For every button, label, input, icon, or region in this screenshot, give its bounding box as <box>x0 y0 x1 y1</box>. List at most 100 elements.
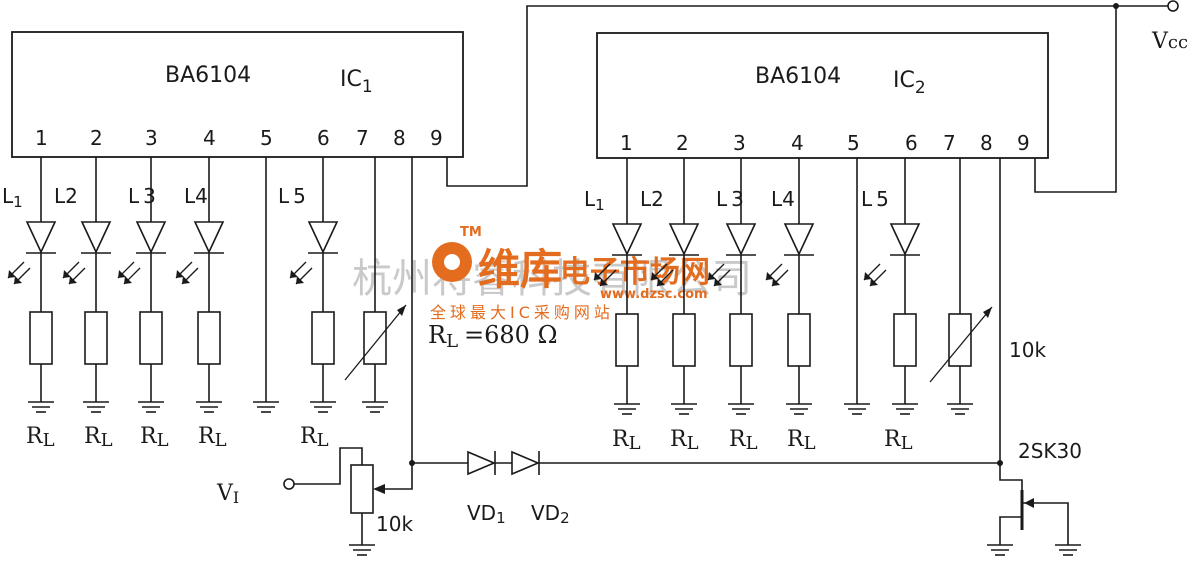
fet-2sk30: 2SK30 <box>987 439 1082 556</box>
ic2-resistor-5 <box>893 313 917 367</box>
ic2-variable-resistor <box>948 313 972 367</box>
ic1-rl-label-1: RL <box>26 424 55 451</box>
ic1: BA6104 IC1 1 2 3 4 5 6 7 8 9 <box>11 31 464 158</box>
vd1-diode <box>467 450 497 476</box>
input-pot-value: 10k <box>376 512 413 536</box>
ic1-led-label-1: L1 <box>2 184 23 211</box>
watermark-tm: TM <box>460 225 482 240</box>
ic1-part: BA6104 <box>165 63 251 88</box>
ic2-resistor-3 <box>729 313 753 367</box>
ic1-resistor-2 <box>84 311 108 365</box>
ic1-rl-label-3: RL <box>140 424 169 451</box>
ic1-pin-9: 9 <box>430 126 443 150</box>
ic2-led-label-1: L1 <box>584 187 605 214</box>
ic1-pin-7: 7 <box>356 126 369 150</box>
ic2-pin-3: 3 <box>733 131 746 155</box>
ic2-led-label-2: L2 <box>640 187 664 211</box>
ic2-resistor-1 <box>615 313 639 367</box>
ic1-pin-4: 4 <box>203 126 216 150</box>
ic2-pin-7: 7 <box>943 131 956 155</box>
ic1-led-4 <box>175 221 225 285</box>
ic1-resistor-1 <box>29 311 53 365</box>
ic1-pin-1: 1 <box>35 126 48 150</box>
ic1-body <box>11 31 464 158</box>
ic1-variable-arrow <box>344 304 407 381</box>
ic2-rl-label-1: RL <box>612 427 641 454</box>
ic2-rl-label-3: RL <box>729 427 758 454</box>
ic1-pin-3: 3 <box>145 126 158 150</box>
ic1-resistor-5 <box>311 311 335 365</box>
pot-wiper-arrow <box>373 484 385 494</box>
ic2-led-3 <box>707 223 757 287</box>
ic2-led-label-4: L4 <box>771 187 795 211</box>
ic1-name: IC1 <box>340 67 373 97</box>
ic2-variable-arrow <box>929 306 993 383</box>
watermark-brand: 维库 <box>478 245 562 294</box>
vi-terminal <box>283 478 295 490</box>
ic2-rl-label-4: RL <box>787 427 816 454</box>
ic1-pin-labels: 1 2 3 4 5 6 7 8 9 <box>35 126 443 150</box>
vi-label: VI <box>216 481 239 507</box>
fet-gate-arrow <box>1024 498 1034 508</box>
ic1-pin-2: 2 <box>90 126 103 150</box>
vcc-terminal <box>1167 0 1179 12</box>
ic2-led-4 <box>765 223 815 287</box>
watermark-logo-inner <box>444 254 460 270</box>
ic2-grounds <box>614 403 973 415</box>
vd2-diode <box>511 450 541 476</box>
ic1-pin-5: 5 <box>260 126 273 150</box>
ic1-pin-8: 8 <box>393 126 406 150</box>
ic2-pin-4: 4 <box>791 131 804 155</box>
ic2-pin-9: 9 <box>1017 131 1030 155</box>
ic1-rl-label-5: RL <box>300 424 329 451</box>
ic1-pin-6: 6 <box>317 126 330 150</box>
ic2-led-2 <box>650 223 700 287</box>
input-section: VI 10k VD1 VD2 <box>216 447 1003 556</box>
pin9-vcc-wire <box>446 5 1168 187</box>
watermark-company: 杭州将睿科技有限公司 <box>352 256 752 302</box>
vcc-label: Vcc <box>1151 29 1188 54</box>
watermark-slogan: 全球最大IC采购网站 <box>430 303 614 322</box>
ic2-part: BA6104 <box>755 64 841 89</box>
ic1-resistor-3 <box>139 311 163 365</box>
ic2-rl-label-2: RL <box>670 427 699 454</box>
ic2-rl-label-5: RL <box>884 427 913 454</box>
ic2-led-5 <box>863 223 921 287</box>
ic2-pin-6: 6 <box>905 131 918 155</box>
ic1-led-2 <box>62 221 112 285</box>
ic2-resistor-2 <box>672 313 696 367</box>
ic2: BA6104 IC2 1 2 3 4 5 6 7 8 9 <box>596 32 1049 159</box>
ic1-led-5 <box>289 221 339 285</box>
ic1-rl-label-4: RL <box>198 424 227 451</box>
watermark-url: www.dzsc.com <box>600 287 708 302</box>
ic2-name: IC2 <box>893 68 926 98</box>
ic1-led-1 <box>7 221 57 285</box>
ic1-resistor-4 <box>197 311 221 365</box>
fet-label: 2SK30 <box>1018 439 1082 463</box>
ic1-variable-resistor <box>363 311 387 365</box>
watermark-brand-sub: 电子市场网 <box>560 255 710 290</box>
ic2-pin-5: 5 <box>847 131 860 155</box>
watermark: 杭州将睿科技有限公司 TM 维库 电子市场网 www.dzsc.com 全球最大… <box>352 225 752 322</box>
ic2-resistor-4 <box>787 313 811 367</box>
vd2-label: VD2 <box>531 501 570 527</box>
ic2-pin-2: 2 <box>676 131 689 155</box>
ic2-pin-8: 8 <box>980 131 993 155</box>
rl-value-label: RL=680 Ω <box>428 321 557 352</box>
ic2-pin-labels: 1 2 3 4 5 6 7 8 9 <box>620 131 1030 155</box>
vd1-label: VD1 <box>467 501 506 527</box>
ic1-rl-label-2: RL <box>84 424 113 451</box>
ic2-pot-value: 10k <box>1009 338 1046 362</box>
ic1-led-label-2: L2 <box>54 184 78 208</box>
ic2-body <box>596 32 1049 159</box>
input-potentiometer <box>350 464 374 514</box>
ic1-led-label-4: L4 <box>184 184 208 208</box>
